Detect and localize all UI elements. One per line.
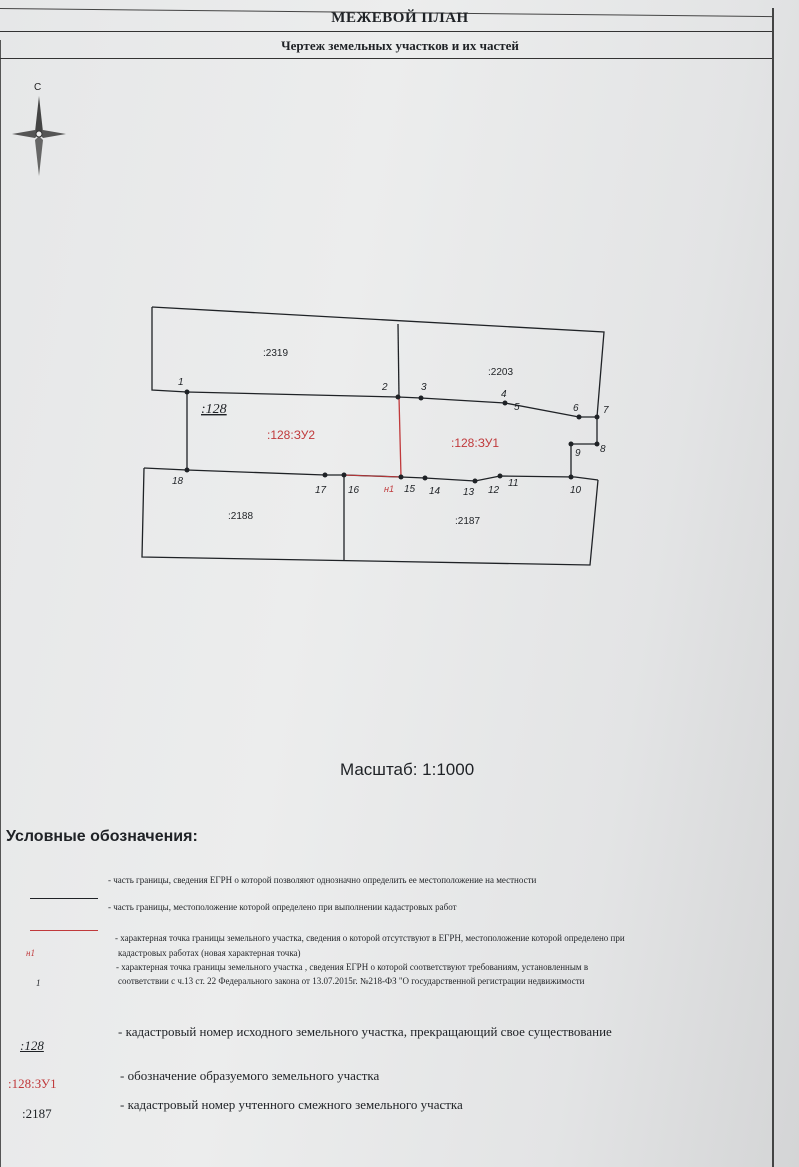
- point-label-6: 6: [573, 403, 579, 414]
- boundary-2319-2203-outer: [151, 306, 605, 418]
- point-label-n1: н1: [384, 484, 394, 494]
- boundary-north: [186, 391, 597, 418]
- legend-item-new-point-line2: кадастровых работах (новая характерная т…: [118, 948, 301, 958]
- document-title: МЕЖЕВОЙ ПЛАН: [331, 10, 469, 26]
- scale-label: Масштаб: 1:1000: [340, 760, 475, 779]
- legend-item-new-parcel: - обозначение образуемого земельного уча…: [120, 1068, 380, 1083]
- parcel-label-2188: :2188: [228, 511, 253, 522]
- new-parcel-zu2-label: :128:ЗУ2: [267, 428, 315, 442]
- compass-north-label: С: [34, 82, 41, 93]
- drawing-subtitle: Чертеж земельных участков и их частей: [281, 38, 519, 53]
- source-parcel-label: :128: [201, 402, 227, 417]
- legend-symbol-source-parcel: :128: [20, 1038, 44, 1053]
- boundary-2188-2187-outer: [141, 467, 599, 566]
- header-divider: [0, 31, 772, 32]
- point-label-2: 2: [381, 382, 388, 393]
- point-label-14: 14: [429, 486, 441, 497]
- point-label-16: 16: [348, 485, 360, 496]
- boundary-2188-top-left: [143, 467, 188, 471]
- compass-rose-icon: С: [12, 82, 66, 176]
- legend-item-existing-point-line2: соответствии с ч.13 ст. 22 Федерального …: [118, 976, 585, 986]
- point-label-13: 13: [463, 487, 475, 498]
- boundary-2319-2203-divider: [397, 323, 400, 398]
- frame-left-border: [0, 40, 1, 1167]
- parcel-label-2319: :2319: [263, 348, 288, 359]
- legend-symbol-new-parcel: :128:ЗУ1: [8, 1076, 57, 1091]
- point-label-9: 9: [575, 448, 581, 459]
- point-label-15: 15: [404, 484, 416, 495]
- legend-symbol-solid-line: [30, 898, 98, 899]
- legend-item-existing-point-line1: - характерная точка границы земельного у…: [116, 962, 589, 972]
- point-label-4: 4: [501, 389, 507, 400]
- point-label-8: 8: [600, 444, 606, 455]
- legend-item-source-parcel: - кадастровый номер исходного земельного…: [118, 1024, 612, 1039]
- point-label-17: 17: [315, 485, 327, 496]
- point-label-11: 11: [508, 478, 518, 489]
- point-label-7: 7: [603, 405, 609, 416]
- point-label-10: 10: [570, 485, 582, 496]
- legend-item-new-boundary: - часть границы, местоположение которой …: [108, 902, 457, 912]
- legend-item-egrn-boundary: - часть границы, сведения ЕГРН о которой…: [108, 875, 537, 885]
- new-boundary-red-south: [343, 474, 402, 478]
- legend-symbol-adjacent-parcel: :2187: [22, 1106, 52, 1121]
- legend-symbol-red-line: [30, 930, 98, 931]
- legend-symbol-existing-point: 1: [36, 978, 41, 988]
- parcel-label-2203: :2203: [488, 367, 513, 378]
- legend-item-adjacent-parcel: - кадастровый номер учтенного смежного з…: [120, 1097, 463, 1112]
- boundary-east-step: [570, 417, 598, 477]
- point-label-18: 18: [172, 476, 184, 487]
- new-boundary-red: [398, 396, 402, 478]
- cadastral-drawing: :2319 :2203 :2188 :2187 :128 :128:ЗУ2 :1…: [141, 306, 609, 566]
- point-label-12: 12: [488, 485, 500, 496]
- subtitle-divider: [0, 58, 772, 59]
- boundary-2319-left: [151, 307, 188, 393]
- point-label-5: 5: [514, 402, 520, 413]
- new-parcel-zu1-label: :128:ЗУ1: [451, 436, 499, 450]
- parcel-label-2187: :2187: [455, 516, 480, 527]
- frame-right-border: [772, 8, 774, 1167]
- boundary-south: [186, 469, 599, 482]
- legend-symbol-new-point: н1: [26, 948, 35, 958]
- legend-item-new-point-line1: - характерная точка границы земельного у…: [115, 933, 625, 943]
- legend-title: Условные обозначения:: [6, 828, 198, 845]
- point-label-1: 1: [178, 377, 184, 388]
- point-label-3: 3: [421, 382, 427, 393]
